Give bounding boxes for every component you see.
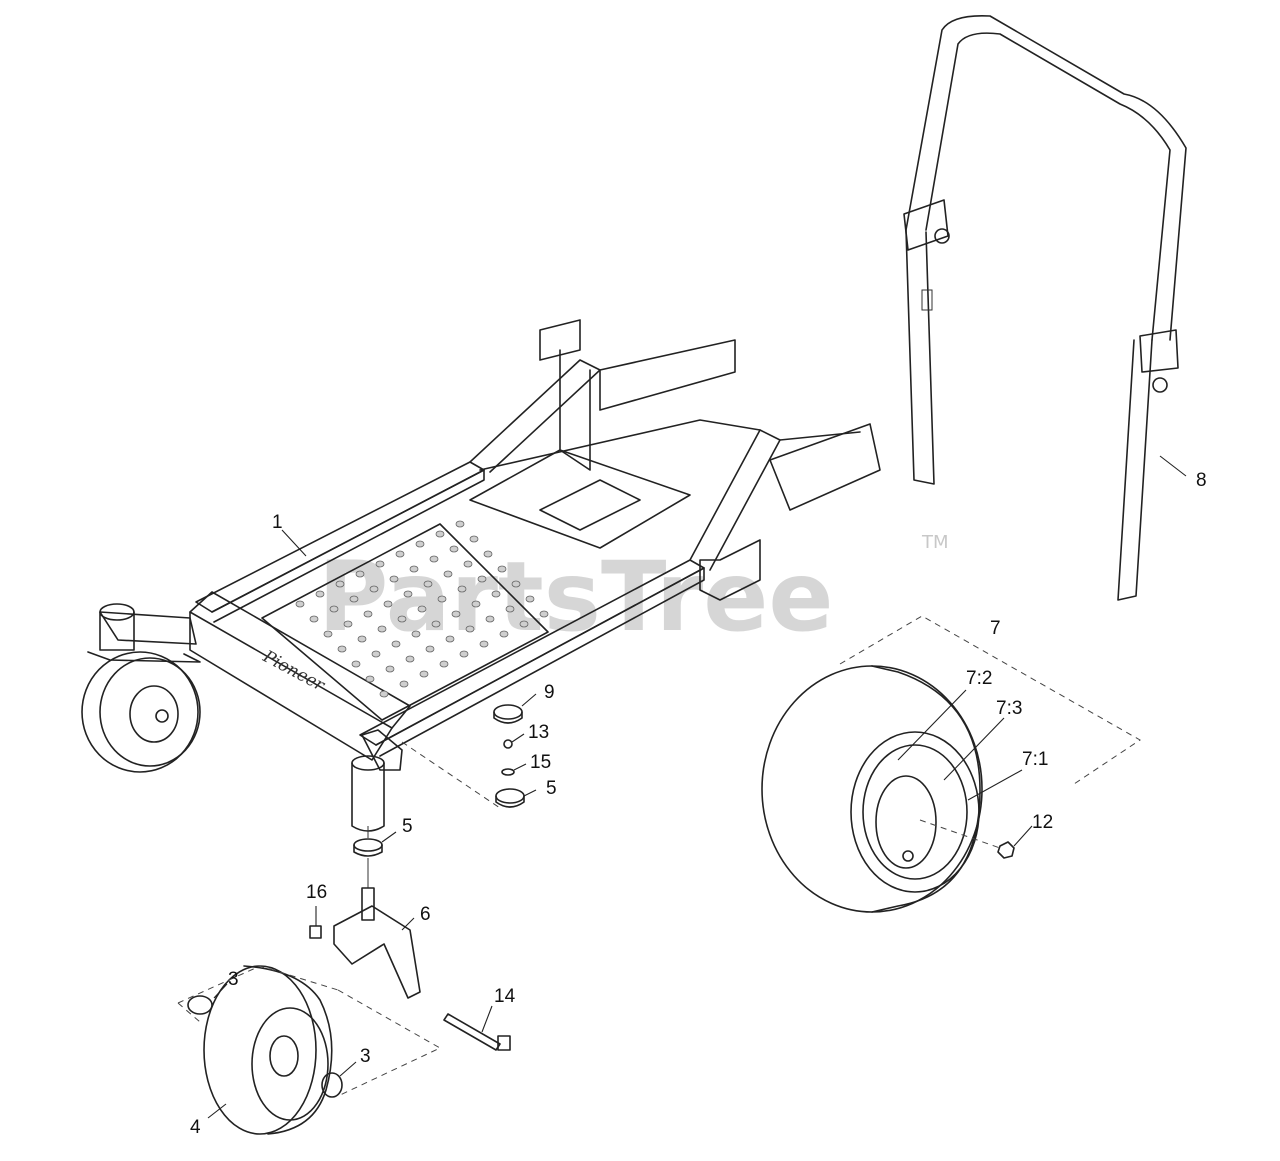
deck-hole <box>343 620 353 628</box>
deck-hole <box>499 630 509 638</box>
callout-5-lower: 5 <box>402 816 413 837</box>
deck-hole <box>419 670 429 678</box>
deck-hole <box>335 580 345 588</box>
deck-hole <box>451 610 461 618</box>
deck-hole <box>337 645 347 653</box>
deck-hole <box>483 550 493 558</box>
callout-16: 16 <box>306 882 327 903</box>
callout-4: 4 <box>190 1117 201 1138</box>
deck-hole <box>477 575 487 583</box>
deck-hole <box>525 595 535 603</box>
callout-3-right: 3 <box>360 1046 371 1067</box>
deck-hole <box>505 605 515 613</box>
leader-lines <box>207 455 1187 1119</box>
hardware-stack <box>401 704 525 809</box>
deck-hole <box>357 635 367 643</box>
watermark-trademark: TM <box>921 532 949 553</box>
deck-hole <box>455 520 465 528</box>
deck-hole <box>385 665 395 673</box>
deck-hole <box>497 565 507 573</box>
deck-hole <box>295 600 305 608</box>
deck-hole <box>449 545 459 553</box>
deck-hole <box>405 655 415 663</box>
deck-hole <box>431 620 441 628</box>
deck-hole <box>425 645 435 653</box>
deck-hole <box>369 585 379 593</box>
deck-hole <box>355 570 365 578</box>
deck-hole <box>439 660 449 668</box>
deck-hole <box>491 590 501 598</box>
front-caster-wheel-part-4 <box>177 965 442 1135</box>
deck-hole <box>479 640 489 648</box>
deck-hole <box>383 600 393 608</box>
deck-hole <box>445 635 455 643</box>
deck-hole <box>443 570 453 578</box>
lug-nut-part-12 <box>997 841 1015 859</box>
deck-hole <box>519 620 529 628</box>
callout-8: 8 <box>1196 470 1207 491</box>
deck-hole <box>429 555 439 563</box>
wheel-group-bracket <box>839 615 1141 785</box>
deck-hole <box>377 625 387 633</box>
deck-hole <box>459 650 469 658</box>
deck-hole <box>409 565 419 573</box>
callout-1: 1 <box>272 512 283 533</box>
frame-part-1: Pioneer <box>99 319 881 771</box>
rops-bar-part-8 <box>903 14 1187 601</box>
front-caster-wheel-assembled <box>81 651 201 773</box>
deck-hole <box>403 590 413 598</box>
deck-hole <box>391 640 401 648</box>
deck-hole <box>323 630 333 638</box>
deck-plate-holes <box>295 520 549 698</box>
deck-hole <box>435 530 445 538</box>
callout-7: 7 <box>990 618 1001 639</box>
deck-hole <box>375 560 385 568</box>
deck-hole <box>511 580 521 588</box>
callout-15: 15 <box>530 752 551 773</box>
deck-hole <box>417 605 427 613</box>
deck-hole <box>363 610 373 618</box>
callout-9: 9 <box>544 682 555 703</box>
callout-14: 14 <box>494 986 516 1007</box>
deck-hole <box>315 590 325 598</box>
watermark: PartsTree <box>318 541 833 653</box>
deck-hole <box>395 550 405 558</box>
deck-hole <box>351 660 361 668</box>
deck-hole <box>423 580 433 588</box>
callout-13: 13 <box>528 722 549 743</box>
deck-hole <box>371 650 381 658</box>
deck-hole <box>415 540 425 548</box>
deck-hole <box>389 575 399 583</box>
deck-hole <box>397 615 407 623</box>
caster-fork-part-6 <box>309 887 421 999</box>
deck-hole <box>365 675 375 683</box>
deck-hole <box>349 595 359 603</box>
deck-hole <box>463 560 473 568</box>
callout-3-left: 3 <box>228 969 239 990</box>
axle-bolt-part-14 <box>443 1013 511 1051</box>
deck-hole <box>457 585 467 593</box>
deck-hole <box>471 600 481 608</box>
callouts: 1 9 13 15 5 5 16 6 3 3 4 14 7 7:2 7:3 7:… <box>190 470 1207 1138</box>
callout-12: 12 <box>1032 812 1053 833</box>
deck-hole <box>465 625 475 633</box>
callout-7-1: 7:1 <box>1022 749 1048 770</box>
deck-hole <box>329 605 339 613</box>
callout-6: 6 <box>420 904 431 925</box>
callout-7-2: 7:2 <box>966 668 992 689</box>
deck-hole <box>437 595 447 603</box>
spindle-tube <box>351 755 385 888</box>
deck-hole <box>485 615 495 623</box>
deck-hole <box>469 535 479 543</box>
deck-hole <box>539 610 549 618</box>
deck-hole <box>309 615 319 623</box>
deck-hole <box>379 690 389 698</box>
deck-hole <box>411 630 421 638</box>
callout-5-upper: 5 <box>546 778 557 799</box>
deck-hole <box>399 680 409 688</box>
callout-7-3: 7:3 <box>996 698 1022 719</box>
rear-drive-wheel-part-7 <box>761 665 1001 913</box>
